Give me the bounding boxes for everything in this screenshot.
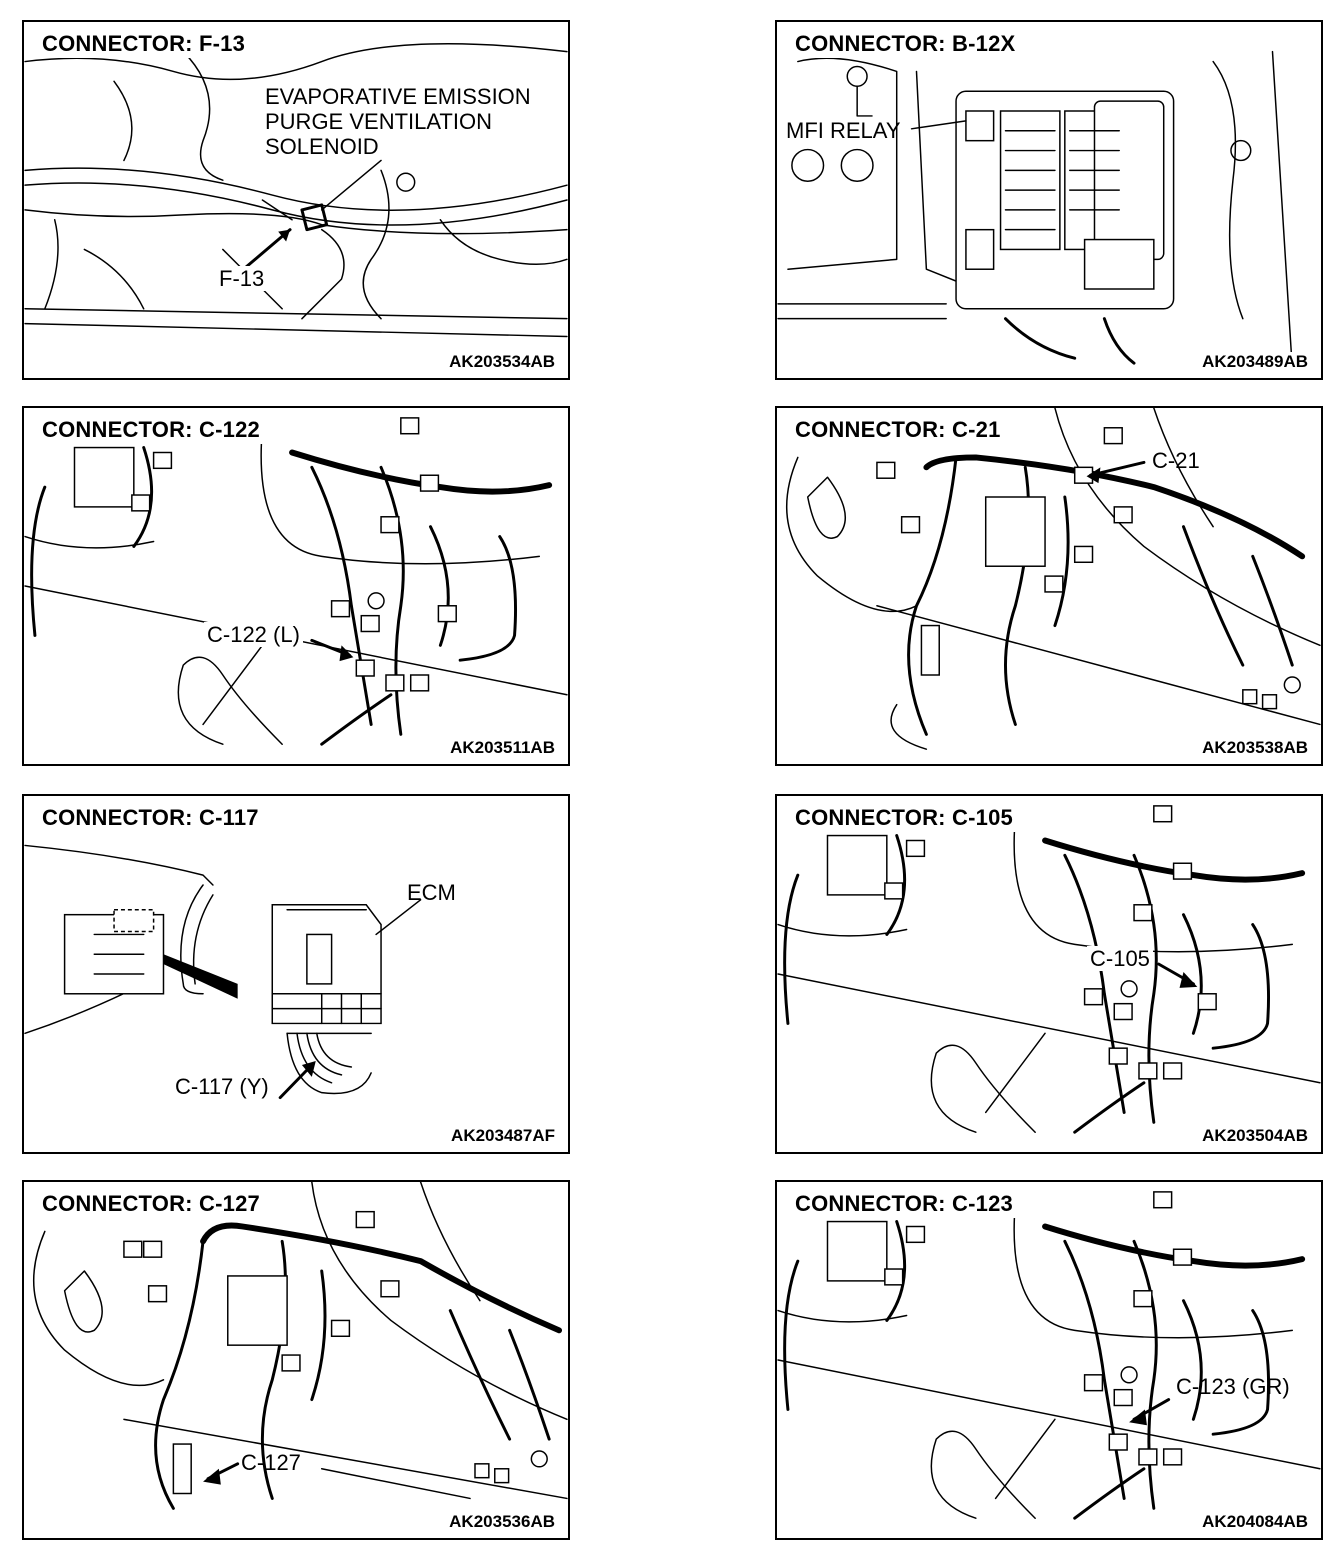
panel-connector-c123: CONNECTOR: C-123 C-123 (GR) AK204084AB — [775, 1180, 1323, 1540]
connector-label: C-21 — [1152, 448, 1200, 473]
panel-title: CONNECTOR: C-21 — [791, 416, 1005, 444]
panel-title: CONNECTOR: C-127 — [38, 1190, 264, 1218]
figure-code: AK203511AB — [447, 738, 558, 758]
dashboard-harness-illustration — [777, 805, 1321, 1134]
figure-code: AK203536AB — [446, 1512, 558, 1532]
figure-code: AK203487AF — [448, 1126, 558, 1146]
panel-connector-c105: CONNECTOR: C-105 C-105 AK203504AB — [775, 794, 1323, 1154]
relay-box-illustration — [777, 50, 1294, 369]
panel-title: CONNECTOR: C-123 — [791, 1190, 1017, 1218]
connector-label: C-122 (L) — [204, 622, 303, 647]
solenoid-label: EVAPORATIVE EMISSION PURGE VENTILATION S… — [265, 84, 531, 159]
figure-code: AK203534AB — [446, 352, 558, 372]
panel-connector-c122: CONNECTOR: C-122 C-122 (L) AK203511AB — [22, 406, 570, 766]
ecm-illustration — [24, 844, 422, 1100]
dashboard-harness-illustration — [24, 417, 568, 746]
panel-connector-b12x: CONNECTOR: B-12X MFI RELAY AK203489AB — [775, 20, 1323, 380]
panel-connector-c21: CONNECTOR: C-21 C-21 AK203538AB — [775, 406, 1323, 766]
panel-title: CONNECTOR: C-122 — [38, 416, 264, 444]
figure-code: AK203538AB — [1199, 738, 1311, 758]
connector-label: C-105 — [1087, 946, 1153, 971]
panel-title: CONNECTOR: B-12X — [791, 30, 1020, 58]
mfi-relay-label: MFI RELAY — [786, 118, 901, 143]
panel-connector-c127: CONNECTOR: C-127 C-127 AK203536AB — [22, 1180, 570, 1540]
panel-title: CONNECTOR: C-117 — [38, 804, 263, 832]
figure-code: AK203489AB — [1199, 352, 1311, 372]
ecm-label: ECM — [407, 880, 456, 905]
connector-label: C-123 (GR) — [1176, 1374, 1290, 1399]
engine-bay-illustration — [24, 43, 568, 338]
dashboard-harness-illustration — [786, 408, 1321, 750]
panel-connector-f13: CONNECTOR: F-13 EVAPORATIVE EMISSION PUR… — [22, 20, 570, 380]
connector-label: C-117 (Y) — [175, 1074, 269, 1099]
dashboard-harness-illustration — [33, 1182, 568, 1510]
dashboard-harness-illustration — [777, 1191, 1321, 1520]
figure-code: AK204084AB — [1199, 1512, 1311, 1532]
panel-title: CONNECTOR: C-105 — [791, 804, 1017, 832]
connector-label: C-127 — [241, 1450, 301, 1475]
figure-code: AK203504AB — [1199, 1126, 1311, 1146]
panel-connector-c117: CONNECTOR: C-117 ECM C-117 (Y) AK203487A… — [22, 794, 570, 1154]
panel-title: CONNECTOR: F-13 — [38, 30, 250, 58]
connector-label: F-13 — [216, 266, 268, 291]
